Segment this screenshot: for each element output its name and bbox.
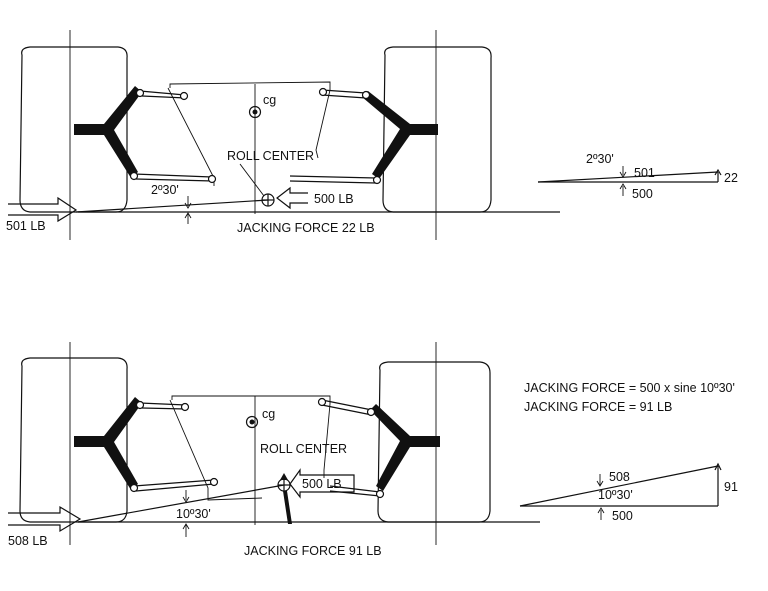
top-vector-hypotenuse bbox=[537, 171, 719, 183]
top-left-lower-arm bbox=[133, 173, 213, 178]
top-right-lower-arm-lower-edge bbox=[289, 180, 377, 184]
top-pivot bbox=[318, 87, 328, 97]
bottom-roll-center-arrow bbox=[280, 473, 288, 480]
bottom-left-tire bbox=[19, 357, 128, 523]
top-suspension-diagram: cg ROLL CENTER 500 LB 501 LB 2º30' JACKI… bbox=[6, 30, 560, 240]
top-pivot bbox=[372, 175, 382, 185]
bottom-pivot bbox=[209, 477, 219, 487]
top-roll-center-label: ROLL CENTER bbox=[227, 149, 314, 163]
bottom-angle-label: 10º30' bbox=[176, 507, 211, 521]
top-pivot bbox=[129, 171, 139, 181]
top-left-tire bbox=[19, 46, 128, 213]
bottom-vector-hyp-arrow bbox=[596, 480, 604, 487]
bottom-vector-hypotenuse bbox=[519, 465, 719, 507]
bottom-right-upright bbox=[370, 404, 440, 491]
bottom-side-force-label: 500 LB bbox=[302, 477, 342, 491]
top-right-upright bbox=[362, 91, 438, 179]
top-left-upper-arm bbox=[139, 90, 186, 96]
formula-line-2: JACKING FORCE = 91 LB bbox=[524, 400, 672, 414]
bottom-side-force-arrow bbox=[289, 468, 355, 499]
top-jacking-force-label: JACKING FORCE 22 LB bbox=[237, 221, 375, 235]
top-vector-vertical-arrowhead bbox=[714, 168, 722, 176]
top-cg-marker bbox=[248, 105, 262, 119]
bottom-force-line bbox=[77, 484, 285, 523]
top-vector-vertical-label: 22 bbox=[724, 171, 738, 185]
bottom-vector-triangle: 508 10º30' 91 500 bbox=[519, 462, 738, 523]
bottom-pivot bbox=[135, 400, 145, 410]
bottom-left-lower-arm-lower-edge bbox=[135, 483, 215, 492]
bottom-vector-vertical-arrowhead bbox=[714, 462, 722, 471]
top-left-upright bbox=[74, 86, 142, 178]
bottom-roll-center-label: ROLL CENTER bbox=[260, 442, 347, 456]
bottom-pivot bbox=[366, 407, 376, 417]
bottom-vector-angle-label: 10º30' bbox=[598, 488, 633, 502]
top-roll-center-leader bbox=[239, 163, 265, 197]
bottom-vector-hyp-label: 508 bbox=[609, 470, 630, 484]
top-cg-label: cg bbox=[263, 93, 276, 107]
bottom-left-lower-arm bbox=[133, 479, 215, 487]
bottom-pivot bbox=[180, 402, 190, 412]
top-pivot bbox=[135, 88, 145, 98]
bottom-cg-label: cg bbox=[262, 407, 275, 421]
top-left-upper-arm-lower-edge bbox=[141, 95, 187, 99]
top-vector-base-label: 500 bbox=[632, 187, 653, 201]
top-right-upper-arm bbox=[321, 89, 367, 94]
top-right-upper-arm-lower-edge bbox=[321, 94, 367, 99]
bottom-input-force-arrow bbox=[8, 505, 82, 533]
bottom-jacking-strut bbox=[283, 491, 292, 524]
bottom-left-upright bbox=[74, 397, 142, 490]
top-cg-dot bbox=[252, 109, 258, 115]
bottom-pivot bbox=[129, 483, 139, 493]
bottom-right-lower-arm bbox=[329, 485, 381, 493]
top-pivot bbox=[361, 90, 371, 100]
bottom-angle-arrow-upper bbox=[182, 496, 190, 503]
top-vector-base-arrow bbox=[619, 183, 627, 190]
bottom-pivot bbox=[375, 489, 385, 499]
top-input-force-arrow bbox=[8, 196, 78, 223]
top-force-line bbox=[75, 199, 269, 213]
bottom-right-upper-arm-lower-edge bbox=[321, 404, 373, 416]
top-right-tire bbox=[382, 46, 492, 213]
bottom-jacking-force-label: JACKING FORCE 91 LB bbox=[244, 544, 382, 558]
top-chassis-outline bbox=[167, 81, 331, 186]
top-input-force-label: 501 LB bbox=[6, 219, 46, 233]
formula-line-1: JACKING FORCE = 500 x sine 10º30' bbox=[524, 381, 735, 395]
top-angle-arrow-lower bbox=[184, 212, 192, 219]
top-pivot bbox=[179, 91, 189, 101]
bottom-vector-base-arrow bbox=[597, 507, 605, 514]
bottom-input-force-label: 508 LB bbox=[8, 534, 48, 548]
bottom-left-upper-arm-lower-edge bbox=[141, 407, 187, 410]
bottom-pivot bbox=[317, 397, 327, 407]
top-side-force-arrow bbox=[276, 186, 308, 210]
bottom-angle-arrow-lower bbox=[182, 523, 190, 530]
top-vector-hyp-label: 501 bbox=[634, 166, 655, 180]
bottom-vector-base-label: 500 bbox=[612, 509, 633, 523]
bottom-cg-marker bbox=[245, 415, 259, 429]
top-angle-arrow-upper bbox=[184, 202, 192, 209]
bottom-right-upper-arm bbox=[321, 399, 373, 411]
top-right-lower-arm bbox=[289, 175, 377, 179]
bottom-left-upper-arm bbox=[139, 402, 187, 406]
bottom-cg-dot bbox=[249, 419, 255, 425]
top-side-force-label: 500 LB bbox=[314, 192, 354, 206]
top-vector-triangle: 2º30' 501 22 500 bbox=[537, 152, 738, 201]
top-angle-label: 2º30' bbox=[151, 183, 179, 197]
top-left-lower-arm-lower-edge bbox=[135, 178, 214, 182]
top-vector-angle-label: 2º30' bbox=[586, 152, 614, 166]
top-pivot bbox=[207, 174, 217, 184]
bottom-right-tire bbox=[377, 361, 491, 523]
bottom-suspension-diagram: cg ROLL CENTER 500 LB 508 LB 10º30' JACK… bbox=[8, 342, 540, 558]
top-vector-angle-arrow bbox=[619, 171, 627, 178]
bottom-vector-vertical-label: 91 bbox=[724, 480, 738, 494]
